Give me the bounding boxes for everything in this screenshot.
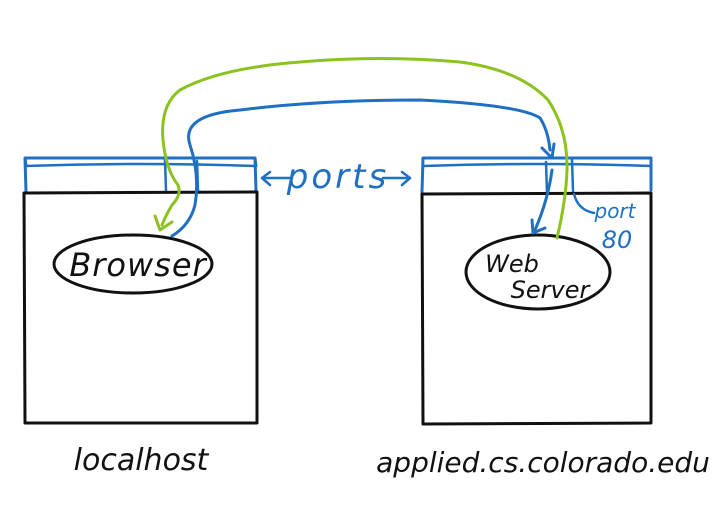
web-server-label-line2: Server — [511, 276, 592, 304]
request-arrowhead-top — [540, 142, 556, 160]
ports-right-arrow — [381, 170, 412, 187]
response-arrowhead — [153, 214, 174, 232]
left-machine-box — [22, 190, 259, 425]
right-port-strip — [420, 156, 653, 194]
browser-node: Browser — [52, 233, 214, 295]
browser-ellipse — [52, 233, 214, 295]
port-number: 80 — [602, 226, 633, 254]
left-port-strip — [23, 156, 258, 194]
request-arrowhead-server — [530, 218, 547, 235]
port-label: port — [594, 199, 637, 223]
port-80-bracket — [572, 192, 596, 215]
right-host-label: applied.cs.colorado.edu — [376, 446, 710, 479]
port-80-annotation: port 80 — [572, 192, 637, 254]
ports-left-arrow — [260, 170, 294, 187]
left-machine — [22, 156, 259, 425]
request-arrow-into-server — [533, 168, 554, 232]
right-port-divider-1 — [544, 160, 549, 195]
response-arrow — [160, 57, 569, 240]
right-port-divider-2 — [570, 158, 575, 193]
request-arrow — [170, 98, 552, 238]
web-server-node: Web Server — [464, 233, 612, 311]
ports-label: ports — [286, 157, 389, 197]
browser-label: Browser — [69, 246, 207, 284]
left-port-strip-top — [23, 162, 258, 168]
ports-label-group: ports — [260, 157, 412, 197]
web-server-ellipse — [464, 233, 612, 311]
left-port-divider-1 — [163, 158, 168, 193]
web-server-label-line1: Web — [485, 250, 539, 278]
left-host-label: localhost — [74, 443, 210, 478]
right-port-strip-top — [421, 162, 653, 168]
